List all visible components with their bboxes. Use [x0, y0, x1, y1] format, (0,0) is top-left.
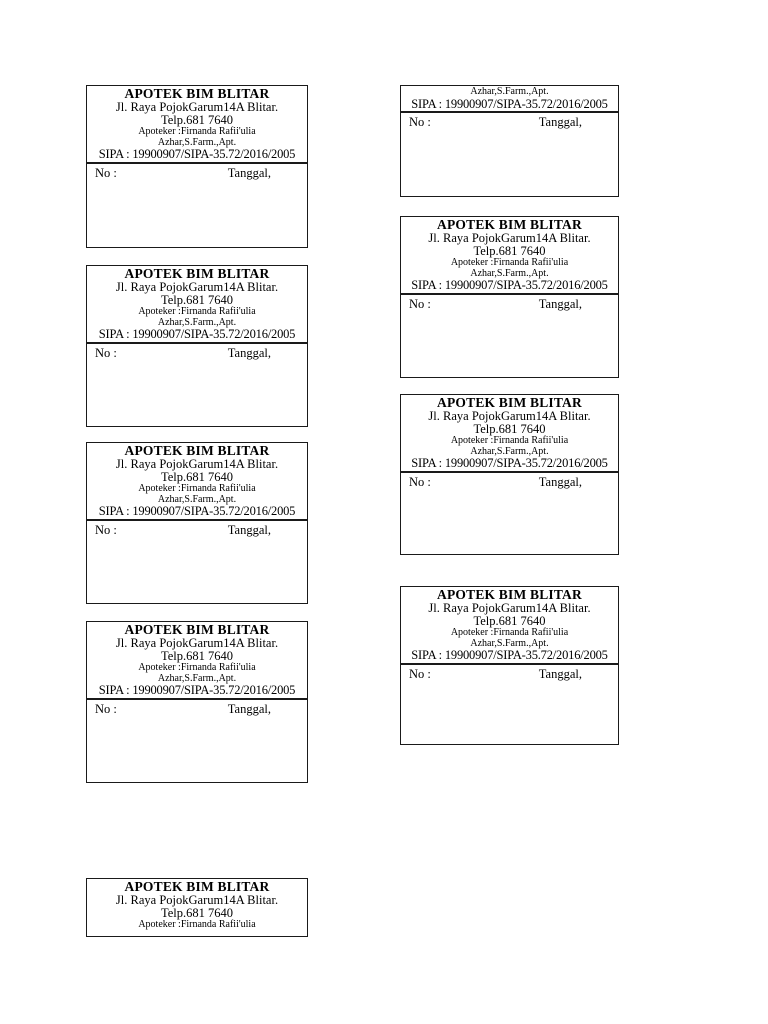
no-field-label: No :: [95, 165, 117, 180]
pharmacy-address: Jl. Raya PojokGarum14A Blitar.: [428, 231, 591, 245]
no-field-label: No :: [95, 701, 117, 716]
label-box-left-2: APOTEK BIM BLITAR Jl. Raya PojokGarum14A…: [86, 265, 308, 427]
pharmacist-name-line1: Apoteker :Firnanda Rafii'ulia: [450, 435, 569, 446]
label-box-right-2: APOTEK BIM BLITAR Jl. Raya PojokGarum14A…: [400, 216, 619, 378]
date-field-label: Tanggal,: [227, 345, 271, 360]
label-header: APOTEK BIM BLITAR Jl. Raya PojokGarum14A…: [87, 266, 307, 344]
pharmacist-name-line2: Azhar,S.Farm.,Apt.: [470, 86, 549, 97]
no-field-label: No :: [409, 296, 431, 311]
pharmacy-name: APOTEK BIM BLITAR: [437, 395, 582, 410]
pharmacy-address: Jl. Raya PojokGarum14A Blitar.: [115, 893, 279, 907]
label-body: No : Tanggal,: [87, 700, 307, 716]
pharmacy-name: APOTEK BIM BLITAR: [124, 622, 270, 637]
label-header: APOTEK BIM BLITAR Jl. Raya PojokGarum14A…: [87, 443, 307, 521]
pharmacy-name: APOTEK BIM BLITAR: [124, 266, 270, 281]
label-header: APOTEK BIM BLITAR Jl. Raya PojokGarum14A…: [87, 86, 307, 164]
pharmacist-name-line1: Apoteker :Firnanda Rafii'ulia: [450, 257, 569, 268]
pharmacist-name-line1: Apoteker :Firnanda Rafii'ulia: [138, 483, 256, 494]
date-field-label: Tanggal,: [538, 115, 582, 129]
label-body: No : Tanggal,: [401, 473, 618, 489]
label-body: No : Tanggal,: [401, 295, 618, 311]
pharmacy-address: Jl. Raya PojokGarum14A Blitar.: [115, 280, 279, 294]
label-body: No : Tanggal,: [401, 665, 618, 681]
label-header: APOTEK BIM BLITAR Jl. Raya PojokGarum14A…: [87, 879, 307, 931]
label-header: APOTEK BIM BLITAR Jl. Raya PojokGarum14A…: [401, 587, 618, 665]
label-body: No : Tanggal,: [401, 113, 618, 129]
pharmacy-name: APOTEK BIM BLITAR: [437, 217, 582, 232]
pharmacist-name-line1: Apoteker :Firnanda Rafii'ulia: [138, 126, 256, 137]
pharmacist-name-line1: Apoteker :Firnanda Rafii'ulia: [138, 919, 256, 930]
pharmacist-name-line2: Azhar,S.Farm.,Apt.: [470, 267, 549, 279]
sipa-number: SIPA : 19900907/SIPA-35.72/2016/2005: [98, 327, 296, 341]
no-field-label: No :: [409, 474, 431, 489]
label-box-left-4: APOTEK BIM BLITAR Jl. Raya PojokGarum14A…: [86, 621, 308, 783]
pharmacist-name-line2: Azhar,S.Farm.,Apt.: [470, 637, 549, 649]
sipa-number: SIPA : 19900907/SIPA-35.72/2016/2005: [411, 278, 608, 292]
pharmacist-name-line2: Azhar,S.Farm.,Apt.: [157, 316, 237, 328]
label-box-left-1: APOTEK BIM BLITAR Jl. Raya PojokGarum14A…: [86, 85, 308, 248]
date-field-label: Tanggal,: [227, 701, 271, 716]
pharmacy-address: Jl. Raya PojokGarum14A Blitar.: [428, 601, 591, 615]
pharmacist-name-line1: Apoteker :Firnanda Rafii'ulia: [450, 627, 569, 638]
pharmacy-address: Jl. Raya PojokGarum14A Blitar.: [115, 100, 279, 114]
no-field-label: No :: [409, 666, 431, 681]
label-box-right-3: APOTEK BIM BLITAR Jl. Raya PojokGarum14A…: [400, 394, 619, 555]
pharmacy-phone: Telp.681 7640: [473, 614, 546, 628]
pharmacy-phone: Telp.681 7640: [160, 293, 234, 307]
pharmacy-phone: Telp.681 7640: [160, 649, 234, 663]
pharmacy-name: APOTEK BIM BLITAR: [124, 879, 270, 894]
pharmacy-address: Jl. Raya PojokGarum14A Blitar.: [428, 409, 591, 423]
sipa-number: SIPA : 19900907/SIPA-35.72/2016/2005: [98, 147, 296, 161]
label-body: No : Tanggal,: [87, 344, 307, 360]
pharmacist-name-line2: Azhar,S.Farm.,Apt.: [157, 493, 237, 505]
label-header: APOTEK BIM BLITAR Jl. Raya PojokGarum14A…: [401, 217, 618, 295]
label-box-right-4: APOTEK BIM BLITAR Jl. Raya PojokGarum14A…: [400, 586, 619, 745]
sipa-number: SIPA : 19900907/SIPA-35.72/2016/2005: [411, 648, 608, 662]
pharmacy-name: APOTEK BIM BLITAR: [437, 587, 582, 602]
pharmacy-phone: Telp.681 7640: [160, 906, 234, 920]
no-field-label: No :: [95, 522, 117, 537]
sipa-number: SIPA : 19900907/SIPA-35.72/2016/2005: [411, 456, 608, 470]
label-body: No : Tanggal,: [87, 164, 307, 180]
label-box-right-1-truncated: Azhar,S.Farm.,Apt. SIPA : 19900907/SIPA-…: [400, 85, 619, 197]
pharmacy-phone: Telp.681 7640: [473, 422, 546, 436]
date-field-label: Tanggal,: [227, 522, 271, 537]
label-header: APOTEK BIM BLITAR Jl. Raya PojokGarum14A…: [401, 395, 618, 473]
date-field-label: Tanggal,: [538, 474, 582, 489]
pharmacist-name-line2: Azhar,S.Farm.,Apt.: [470, 445, 549, 457]
pharmacy-phone: Telp.681 7640: [160, 113, 234, 127]
label-box-left-5-truncated: APOTEK BIM BLITAR Jl. Raya PojokGarum14A…: [86, 878, 308, 937]
label-header: APOTEK BIM BLITAR Jl. Raya PojokGarum14A…: [87, 622, 307, 700]
pharmacy-address: Jl. Raya PojokGarum14A Blitar.: [115, 457, 279, 471]
no-field-label: No :: [409, 115, 431, 129]
pharmacy-phone: Telp.681 7640: [473, 244, 546, 258]
sipa-number: SIPA : 19900907/SIPA-35.72/2016/2005: [411, 96, 608, 111]
pharmacy-phone: Telp.681 7640: [160, 470, 234, 484]
pharmacist-name-line2: Azhar,S.Farm.,Apt.: [157, 136, 237, 148]
date-field-label: Tanggal,: [538, 666, 582, 681]
pharmacy-name: APOTEK BIM BLITAR: [124, 86, 270, 101]
sipa-number: SIPA : 19900907/SIPA-35.72/2016/2005: [98, 683, 296, 697]
pharmacist-name-line1: Apoteker :Firnanda Rafii'ulia: [138, 306, 256, 317]
date-field-label: Tanggal,: [538, 296, 582, 311]
label-body: No : Tanggal,: [87, 521, 307, 537]
label-box-left-3: APOTEK BIM BLITAR Jl. Raya PojokGarum14A…: [86, 442, 308, 604]
no-field-label: No :: [95, 345, 117, 360]
pharmacist-name-line2: Azhar,S.Farm.,Apt.: [157, 672, 237, 684]
pharmacist-name-line1: Apoteker :Firnanda Rafii'ulia: [138, 662, 256, 673]
sipa-number: SIPA : 19900907/SIPA-35.72/2016/2005: [98, 504, 296, 518]
label-header: Azhar,S.Farm.,Apt. SIPA : 19900907/SIPA-…: [401, 86, 618, 113]
date-field-label: Tanggal,: [227, 165, 271, 180]
pharmacy-address: Jl. Raya PojokGarum14A Blitar.: [115, 636, 279, 650]
pharmacy-name: APOTEK BIM BLITAR: [124, 443, 270, 458]
